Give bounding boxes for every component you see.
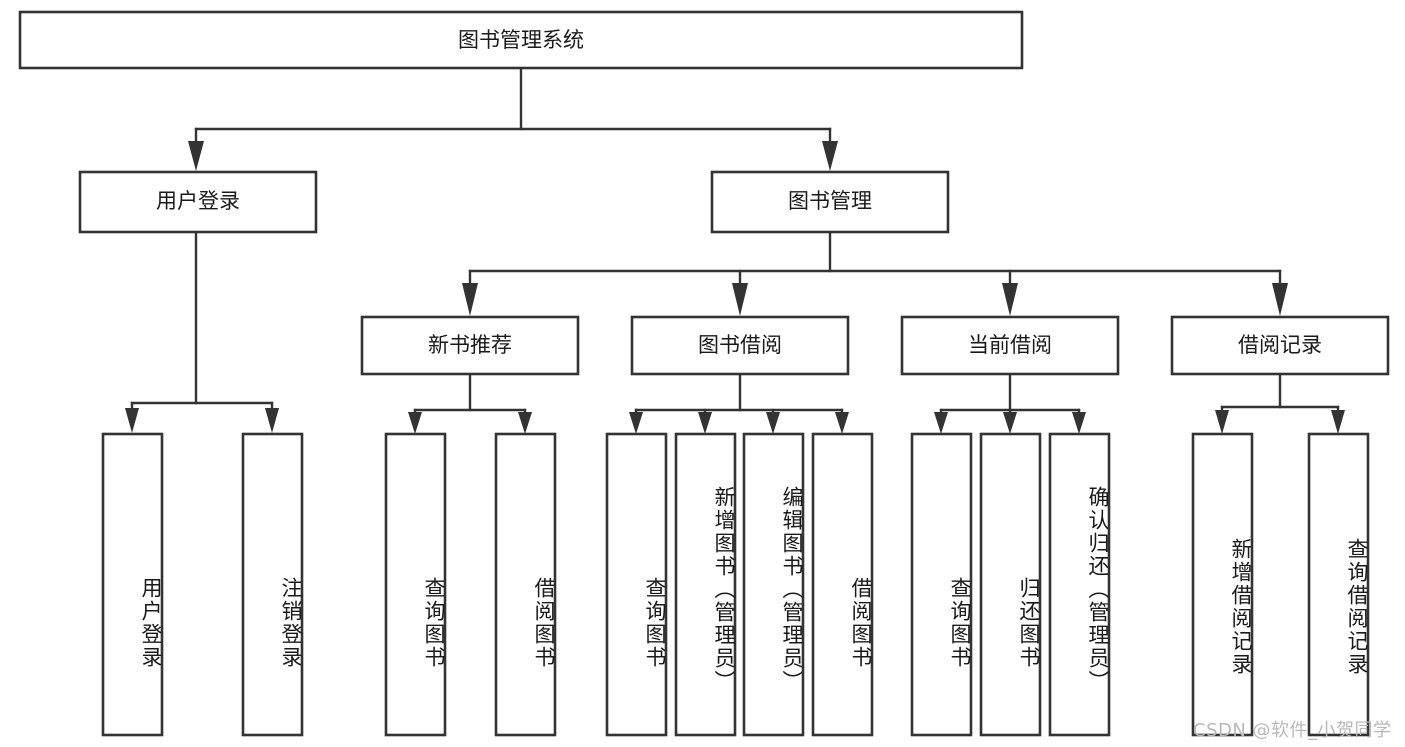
leaf-box-query-book-2[interactable] [605, 432, 668, 737]
leaf-box-user-login[interactable] [101, 432, 164, 737]
node-new-book-recommend-box[interactable] [360, 315, 580, 376]
arrow-root-to-book-manage [822, 141, 838, 171]
node-book-manage-label: 图书管理 [788, 189, 872, 213]
node-user-login[interactable]: 用户登录 [78, 170, 318, 234]
node-root-label: 图书管理系统 [458, 28, 584, 52]
arrow-to-book-borrow [732, 283, 748, 316]
node-root-box[interactable] [18, 10, 1024, 70]
connector-group-new-book-recommend [408, 372, 532, 434]
node-new-book-recommend[interactable]: 新书推荐 [360, 315, 580, 376]
arrow-root-to-user-login [188, 141, 204, 171]
csdn-watermark: CSDN @软件_小贺同学 [1193, 720, 1392, 741]
arrow-to-leaf-return-book [1003, 412, 1017, 434]
arrow-to-leaf-user-login [125, 408, 139, 433]
arrow-to-leaf-query-book-1 [408, 412, 422, 434]
leaf-box-add-record[interactable] [1191, 432, 1254, 737]
leaf-box-borrow-book-1[interactable] [494, 432, 557, 737]
leaf-box-confirm-return[interactable] [1048, 432, 1111, 737]
node-new-book-recommend-label: 新书推荐 [428, 333, 512, 357]
leaf-box-add-book[interactable] [674, 432, 737, 737]
node-user-login-box[interactable] [78, 170, 318, 234]
arrow-to-leaf-add-record [1215, 410, 1229, 434]
node-root[interactable]: 图书管理系统 [18, 10, 1024, 70]
node-current-borrow[interactable]: 当前借阅 [900, 315, 1120, 376]
node-current-borrow-label: 当前借阅 [968, 333, 1052, 357]
connector-group-user-login [125, 230, 279, 433]
node-user-login-label: 用户登录 [156, 189, 240, 213]
node-book-manage-box[interactable] [710, 170, 950, 234]
arrow-to-leaf-borrow-book-2 [835, 412, 849, 434]
leaf-box-logout-login[interactable] [241, 432, 304, 737]
arrow-to-leaf-add-book [698, 412, 712, 434]
arrow-to-new-book-recommend [462, 283, 478, 316]
connector-group-borrow-record [1215, 372, 1345, 434]
node-book-manage[interactable]: 图书管理 [710, 170, 950, 234]
node-borrow-record-label: 借阅记录 [1238, 333, 1322, 357]
connector-group-current-borrow [934, 372, 1086, 434]
leaf-box-return-book[interactable] [979, 432, 1042, 737]
arrow-to-leaf-query-record [1331, 410, 1345, 434]
connector-group-root [188, 66, 838, 171]
node-book-borrow-label: 图书借阅 [698, 333, 782, 357]
arrow-to-leaf-query-book-2 [629, 412, 643, 434]
leaf-box-edit-book[interactable] [742, 432, 805, 737]
leaf-box-query-book-1[interactable] [384, 432, 447, 737]
arrow-to-leaf-confirm-return [1072, 412, 1086, 434]
arrow-to-leaf-logout-login [265, 408, 279, 433]
node-current-borrow-box[interactable] [900, 315, 1120, 376]
node-borrow-record-box[interactable] [1170, 315, 1390, 376]
arrow-to-leaf-edit-book [766, 412, 780, 434]
arrow-to-borrow-record [1272, 283, 1288, 316]
node-book-borrow-box[interactable] [630, 315, 850, 376]
connector-group-book-manage [462, 230, 1288, 316]
arrow-to-current-borrow [1002, 283, 1018, 316]
connector-group-book-borrow [629, 372, 849, 434]
leaf-box-borrow-book-2[interactable] [811, 432, 874, 737]
leaf-box-query-record[interactable] [1307, 432, 1370, 737]
leaf-box-query-book-3[interactable] [910, 432, 973, 737]
node-borrow-record[interactable]: 借阅记录 [1170, 315, 1390, 376]
leaf-box-group [101, 432, 1370, 737]
node-book-borrow[interactable]: 图书借阅 [630, 315, 850, 376]
arrow-to-leaf-borrow-book-1 [518, 412, 532, 434]
arrow-to-leaf-query-book-3 [934, 412, 948, 434]
